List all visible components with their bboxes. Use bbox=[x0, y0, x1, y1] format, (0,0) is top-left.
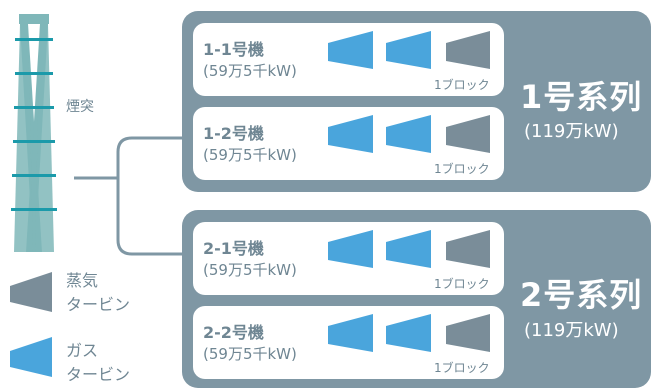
series-2-capacity: (119万kW) bbox=[524, 320, 619, 341]
unit-capacity: (59万5千kW) bbox=[203, 62, 297, 80]
unit-name: 1-2号機 bbox=[203, 124, 264, 143]
turbine-row bbox=[328, 115, 490, 153]
gas-turbine-icon bbox=[386, 31, 431, 69]
gas-turbine-icon bbox=[328, 115, 373, 153]
steam-turbine-icon bbox=[446, 314, 490, 352]
block-label: 1ブロック bbox=[434, 162, 490, 176]
unit-name: 1-1号機 bbox=[203, 40, 264, 59]
turbine-row bbox=[328, 230, 490, 268]
unit-name: 2-1号機 bbox=[203, 239, 264, 258]
unit-name: 2-2号機 bbox=[203, 323, 264, 342]
chimney-icon bbox=[11, 14, 57, 252]
unit-capacity: (59万5千kW) bbox=[203, 261, 297, 279]
gas-turbine-icon bbox=[10, 337, 52, 377]
block-label: 1ブロック bbox=[434, 361, 490, 375]
legend-gas-line1: ガス bbox=[66, 341, 99, 360]
gas-turbine-icon bbox=[328, 314, 373, 352]
gas-turbine-icon bbox=[328, 31, 373, 69]
unit-capacity: (59万5千kW) bbox=[203, 345, 297, 363]
gas-turbine-icon bbox=[386, 230, 431, 268]
turbine-row bbox=[328, 314, 490, 352]
series-1-capacity: (119万kW) bbox=[524, 121, 619, 142]
legend-steam-line1: 蒸気 bbox=[66, 271, 99, 290]
gas-turbine-icon bbox=[328, 230, 373, 268]
gas-turbine-icon bbox=[386, 314, 431, 352]
legend-steam-line2: タービン bbox=[66, 295, 131, 314]
steam-turbine-icon bbox=[446, 230, 490, 268]
block-label: 1ブロック bbox=[434, 78, 490, 92]
connector-lines bbox=[74, 136, 184, 256]
steam-turbine-icon bbox=[446, 31, 490, 69]
gas-turbine-icon bbox=[386, 115, 431, 153]
turbine-row bbox=[328, 31, 490, 69]
legend-gas-line2: タービン bbox=[66, 365, 131, 384]
block-label: 1ブロック bbox=[434, 277, 490, 291]
chimney-label: 煙突 bbox=[66, 99, 94, 115]
steam-turbine-icon bbox=[446, 115, 490, 153]
series-2-title: 2号系列 bbox=[520, 276, 643, 314]
unit-capacity: (59万5千kW) bbox=[203, 146, 297, 164]
series-1-title: 1号系列 bbox=[520, 78, 643, 116]
steam-turbine-icon bbox=[10, 272, 52, 312]
